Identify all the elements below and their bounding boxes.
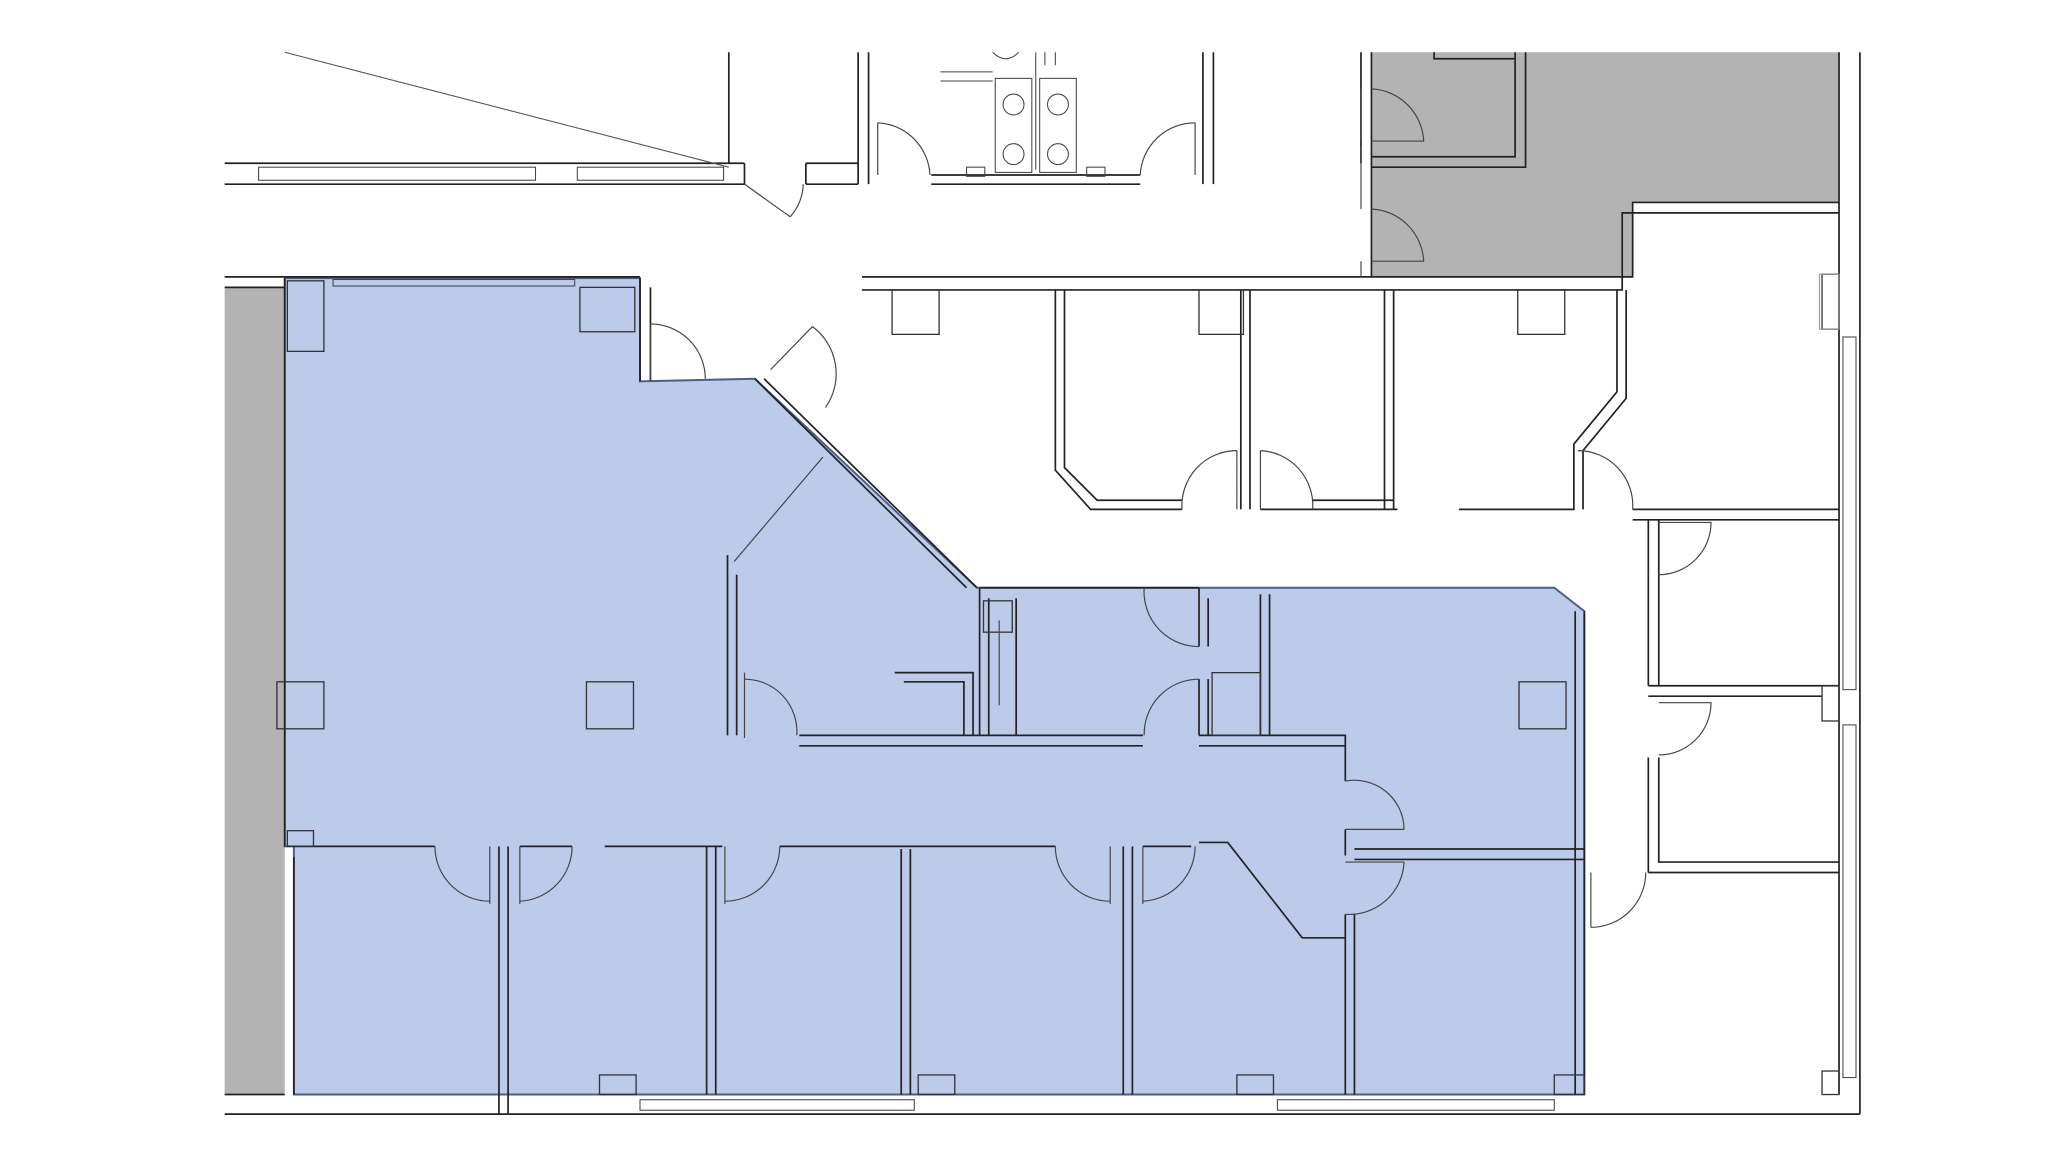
- doors: [434, 88, 1712, 928]
- reference-line: [284, 51, 729, 168]
- unavailable-area-left: [224, 287, 285, 1095]
- panel: [1818, 273, 1840, 330]
- unavailable-area-top-right: [1371, 52, 1840, 277]
- windows: [258, 166, 1857, 1111]
- restroom-fixtures: [940, 51, 1106, 177]
- highlighted-suite[interactable]: [283, 277, 1586, 1096]
